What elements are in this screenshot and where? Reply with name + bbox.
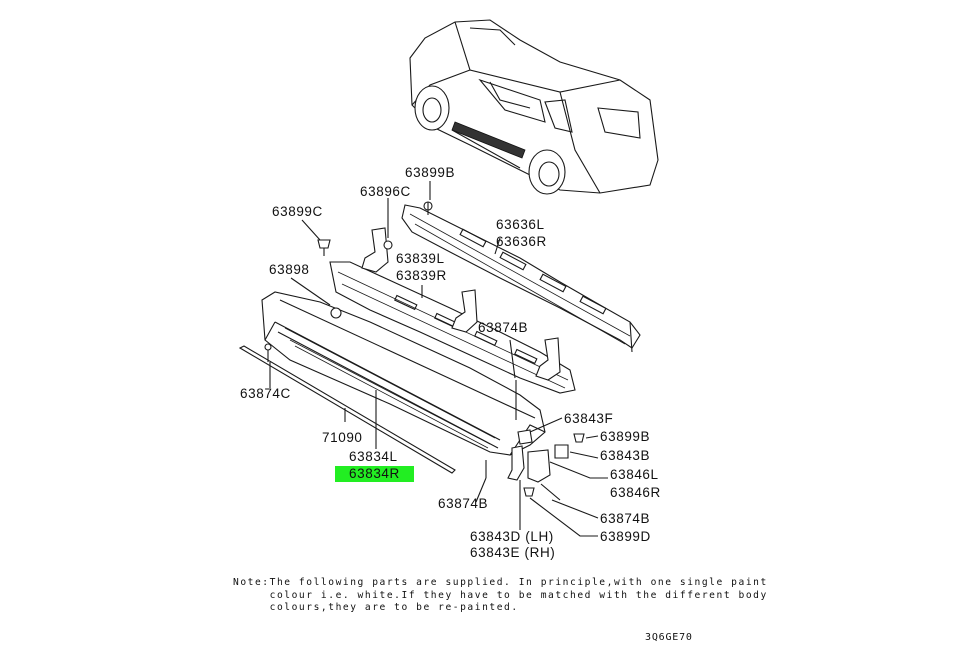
supply-note: Note:The following parts are supplied. I… — [233, 577, 768, 615]
label-63874C: 63874C — [240, 386, 291, 401]
bracket-63636 — [401, 204, 641, 353]
label-63839R: 63839R — [396, 268, 447, 283]
small-brackets — [507, 429, 569, 483]
label-63843E: 63843E (RH) — [470, 545, 556, 560]
label-63843F: 63843F — [564, 411, 614, 426]
fasteners — [264, 201, 585, 501]
note-line: Note:The following parts are supplied. I… — [233, 577, 768, 588]
label-63834L: 63834L — [349, 449, 398, 464]
note-line: colours,they are to be re-painted. — [233, 602, 519, 613]
label-63846R: 63846R — [610, 485, 661, 500]
label-63874B-low: 63874B — [438, 496, 489, 511]
label-63874B-mid: 63874B — [478, 320, 529, 335]
leader-lines — [269, 181, 608, 537]
vehicle-illustration — [409, 19, 659, 195]
label-63846L: 63846L — [610, 467, 659, 482]
label-63899C: 63899C — [272, 204, 323, 219]
diagram-code: 3Q6GE70 — [645, 632, 693, 643]
label-63843B: 63843B — [600, 448, 651, 463]
label-63839L: 63839L — [396, 251, 445, 266]
label-63899B-top: 63899B — [405, 165, 456, 180]
side-step-63834 — [238, 291, 546, 474]
label-63874B-right: 63874B — [600, 511, 651, 526]
bracket-63839 — [329, 227, 576, 394]
label-63896C: 63896C — [360, 184, 411, 199]
label-63899B-right: 63899B — [600, 429, 651, 444]
label-63843D: 63843D (LH) — [470, 529, 554, 544]
label-63636L: 63636L — [496, 217, 545, 232]
label-63636R: 63636R — [496, 234, 547, 249]
label-71090: 71090 — [322, 430, 363, 445]
note-line: colour i.e. white.If they have to be mat… — [233, 589, 768, 601]
label-63898: 63898 — [269, 262, 310, 277]
label-63899D: 63899D — [600, 529, 651, 544]
label-63834R-highlighted: 63834R — [335, 466, 414, 482]
